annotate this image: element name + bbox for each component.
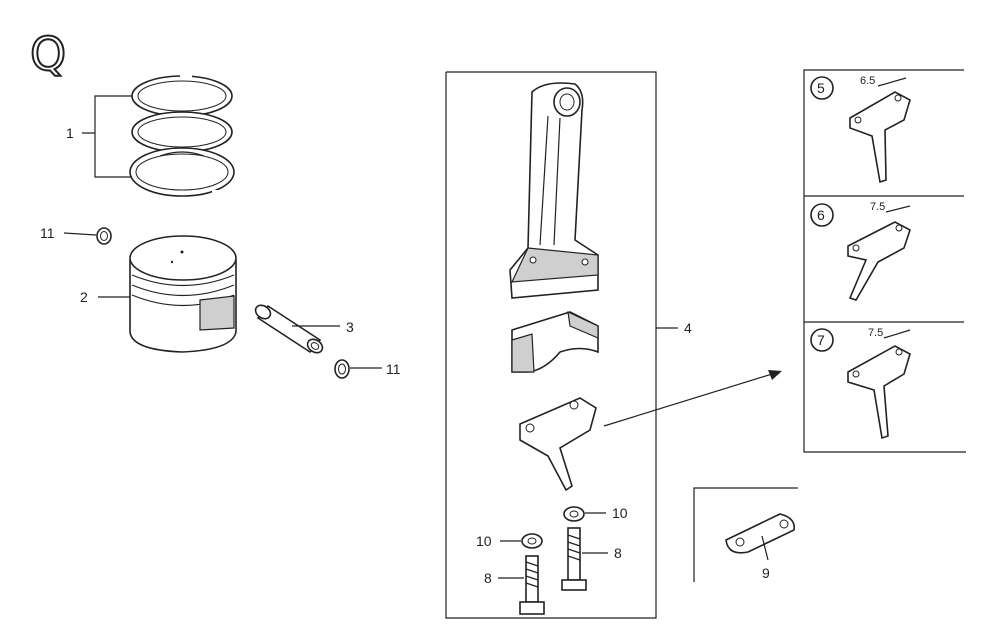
- oil-dipper: [519, 397, 597, 492]
- variant-6: 6 7.5: [810, 201, 911, 301]
- rings-bracket: [82, 95, 132, 178]
- washer-left: [521, 533, 543, 549]
- connecting-rod: [509, 82, 599, 299]
- washer-right: [563, 506, 585, 522]
- rod-cap: [511, 310, 599, 373]
- callout-10-left: 10: [476, 533, 492, 549]
- variant-5: 5 6.5: [810, 75, 911, 184]
- dimension-7: 7.5: [868, 327, 883, 339]
- piston-pin: [254, 304, 324, 354]
- lock-plate-frame: [693, 487, 798, 582]
- callout-4: 4: [684, 320, 692, 336]
- variant-panels: [803, 69, 966, 453]
- piston-rings: [129, 74, 235, 197]
- lock-plate: [725, 513, 796, 554]
- section-letter: Q: [30, 27, 66, 81]
- piston: [129, 235, 237, 353]
- rod-frame: [445, 71, 657, 619]
- callout-6: 6: [817, 207, 825, 223]
- callout-3: 3: [346, 319, 354, 335]
- callout-1: 1: [66, 125, 74, 141]
- snap-ring-left: [96, 227, 112, 245]
- callout-11-right: 11: [386, 361, 401, 377]
- bolt-right: [561, 527, 587, 591]
- dimension-6: 7.5: [870, 201, 885, 213]
- snap-ring-right: [334, 359, 350, 379]
- variant-arrow: [603, 373, 773, 427]
- callout-8-right: 8: [614, 545, 622, 561]
- callout-2: 2: [80, 289, 88, 305]
- callout-9: 9: [762, 565, 770, 581]
- callout-10-right: 10: [612, 505, 628, 521]
- dimension-5: 6.5: [860, 75, 875, 87]
- bolt-left: [519, 555, 545, 615]
- callout-11-left: 11: [40, 225, 55, 241]
- callout-5: 5: [817, 80, 825, 96]
- callout-7: 7: [817, 332, 825, 348]
- callout-8-left: 8: [484, 570, 492, 586]
- variant-7: 7 7.5: [810, 327, 911, 440]
